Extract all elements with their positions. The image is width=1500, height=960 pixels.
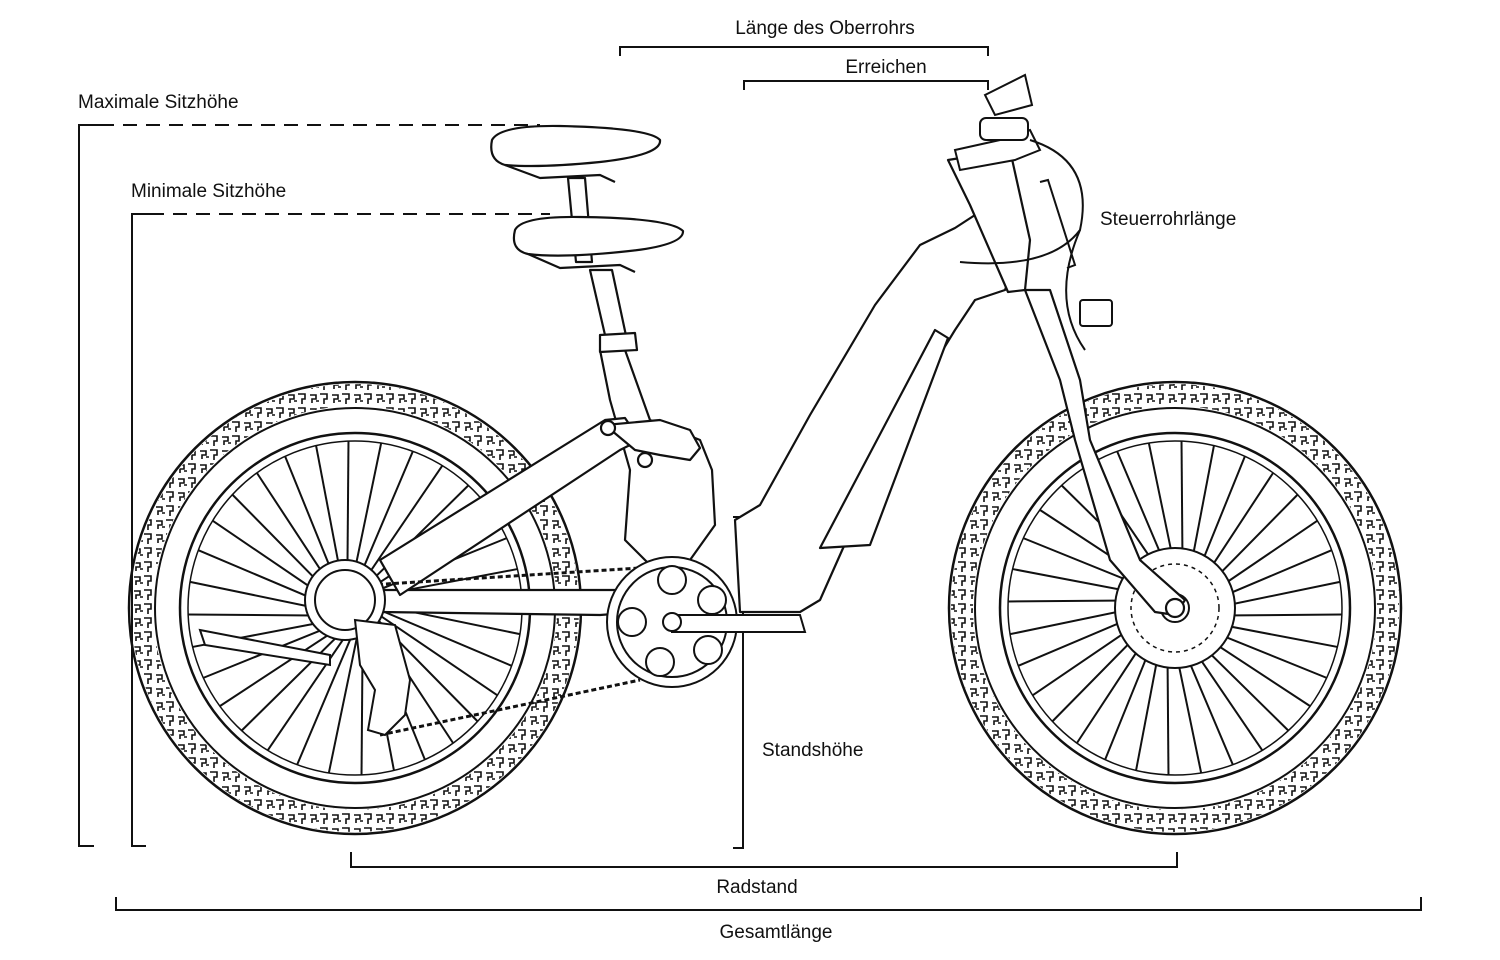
grip bbox=[979, 117, 1029, 141]
dimension-lines bbox=[78, 46, 1422, 911]
top-tube-length-bracket bbox=[619, 46, 989, 56]
saddle-min bbox=[512, 215, 685, 257]
cassette bbox=[304, 559, 386, 641]
spoke bbox=[368, 604, 513, 667]
spoke bbox=[368, 607, 498, 697]
chainstay bbox=[368, 588, 642, 617]
head-tube-length-label: Steuerrohrlänge bbox=[1100, 209, 1237, 230]
wheelbase-label: Radstand bbox=[716, 877, 798, 898]
spoke bbox=[296, 621, 359, 766]
head-tube-length-bracket bbox=[1039, 178, 1077, 269]
reach-bracket bbox=[743, 80, 989, 90]
reach-label: Erreichen bbox=[845, 57, 927, 78]
standover-height-label: Standshöhe bbox=[762, 740, 864, 761]
seatpost-clamp bbox=[598, 331, 639, 354]
crank-arm bbox=[671, 614, 807, 633]
battery bbox=[818, 328, 950, 550]
headlight bbox=[1079, 299, 1113, 327]
kickstand bbox=[198, 628, 331, 667]
max-saddle-height-label: Maximale Sitzhöhe bbox=[78, 92, 239, 113]
rear-shock bbox=[603, 418, 702, 462]
min-saddle-height-line bbox=[131, 213, 150, 847]
spoke bbox=[240, 621, 353, 732]
top-tube-length-label: Länge des Oberrohrs bbox=[735, 18, 915, 39]
saddle-max bbox=[490, 124, 662, 168]
chain bbox=[369, 566, 641, 737]
display bbox=[983, 73, 1034, 117]
cockpit bbox=[953, 73, 1113, 351]
min-saddle-height-label: Minimale Sitzhöhe bbox=[131, 181, 287, 202]
seat-tube bbox=[598, 348, 717, 567]
overall-length-bracket bbox=[115, 897, 1422, 911]
drivetrain bbox=[198, 556, 807, 737]
frame bbox=[368, 148, 1187, 619]
spoke bbox=[266, 621, 356, 751]
wheelbase-bracket bbox=[350, 852, 1178, 868]
max-saddle-height-line bbox=[78, 124, 100, 847]
spoke bbox=[327, 620, 362, 774]
derailleur bbox=[353, 618, 412, 737]
overall-length-label: Gesamtlänge bbox=[719, 922, 833, 943]
